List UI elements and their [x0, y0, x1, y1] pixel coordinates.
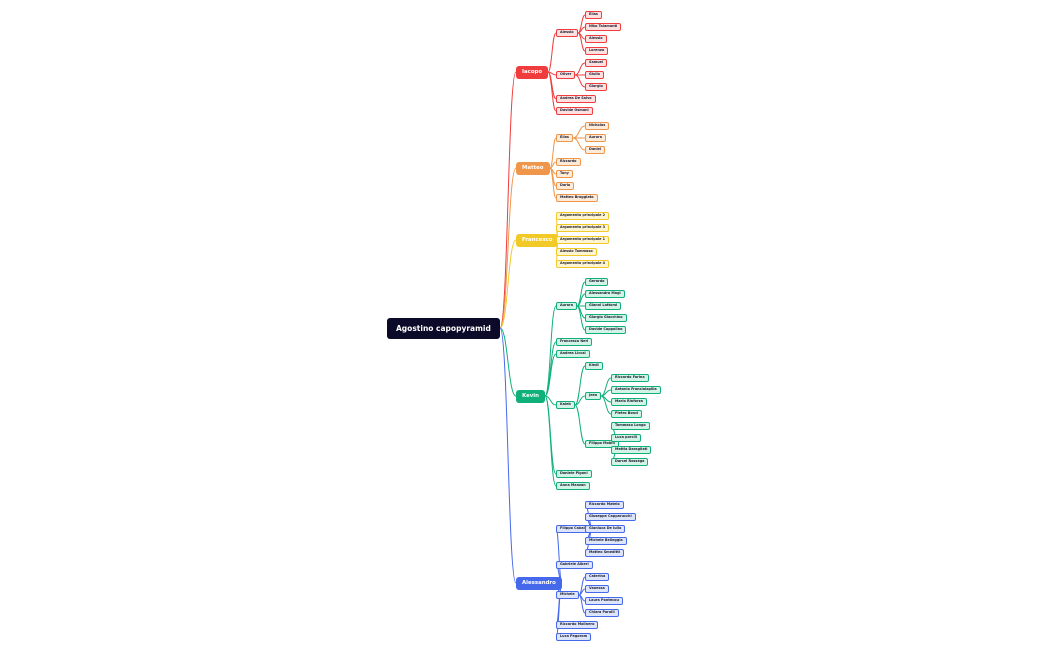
topic-node-giorgio-giacchino[interactable]: Giorgio Giacchino [585, 314, 627, 322]
topic-node-tommaso-longo[interactable]: Tommaso Longo [611, 422, 650, 430]
connector-pietro-bonci [600, 395, 612, 415]
topic-node-mattia-daragliati[interactable]: Mattia Daragliati [611, 446, 652, 454]
branch-node-kevin[interactable]: Kevin [516, 390, 545, 403]
connector-matteo-broggiato [549, 167, 557, 199]
topic-node-alessandro-magi[interactable]: Alessandro Magi [585, 290, 625, 298]
topic-node-dorcel-rossega[interactable]: Dorcel Rossega [611, 458, 649, 466]
branch-node-matteo[interactable]: Matteo [516, 162, 550, 175]
topic-node-jeen[interactable]: Jeen [585, 392, 602, 400]
connector-anna-manzan [544, 395, 557, 487]
connector-iacopo [499, 71, 517, 329]
topic-node-vanessa[interactable]: Vanessa [585, 585, 609, 593]
topic-node-dario[interactable]: Dario [556, 182, 575, 190]
connector-davide-osmani [547, 71, 557, 112]
topic-node-niko-talamanti[interactable]: Niko Talamanti [585, 23, 622, 31]
topic-node-alessio[interactable]: Alessio [556, 29, 578, 37]
topic-node-riccardo-matelo[interactable]: Riccardo Matelo [585, 501, 624, 509]
topic-node-francesco-neri[interactable]: Francesco Neri [556, 338, 593, 346]
topic-node-samuel[interactable]: Samuel [585, 59, 608, 67]
topic-node-giorgio[interactable]: Giorgio [585, 83, 607, 91]
connector-alessandro [499, 327, 517, 584]
root-node[interactable]: Agostino capopyramid [387, 318, 500, 339]
topic-node-chiara-parolli[interactable]: Chiara Parolli [585, 609, 619, 617]
topic-node-argomento-principale-2[interactable]: Argomento principale 2 [556, 212, 609, 220]
topic-node-riccardo-molinero[interactable]: Riccardo Molinero [556, 621, 599, 629]
branch-node-alessandro[interactable]: Alessandro [516, 577, 562, 590]
topic-node-matteo-smeditti[interactable]: Matteo Smeditti [585, 549, 624, 557]
topic-node-elias[interactable]: Elias [585, 11, 602, 19]
topic-node-aurora[interactable]: Aurora [556, 302, 577, 310]
topic-node-andrea-liccai[interactable]: Andrea Liccai [556, 350, 590, 358]
topic-node-riccardo-farina[interactable]: Riccardo Farina [611, 374, 649, 382]
topic-node-giuseppe-capparucchi[interactable]: Giuseppe Capparucchi [585, 513, 636, 521]
topic-node-riccardo[interactable]: Riccardo [556, 158, 581, 166]
connector-matteo [499, 167, 517, 329]
connector-samuel [574, 62, 586, 76]
topic-node-argomento-principale-3[interactable]: Argomento principale 3 [556, 224, 609, 232]
topic-node-pietro-bonci[interactable]: Pietro Bonci [611, 410, 643, 418]
topic-node-gianluca-de-iulio[interactable]: Gianluca De Iulio [585, 525, 626, 533]
topic-node-gabriele-alberi[interactable]: Gabriele Alberi [556, 561, 593, 569]
topic-node-oliver[interactable]: Oliver [556, 71, 576, 79]
branch-node-iacopo[interactable]: Iacopo [516, 66, 549, 79]
connector-alessio [547, 32, 557, 73]
connector-kaleb [544, 395, 557, 406]
topic-node-gianni-lottorsi[interactable]: Gianni Lottorsi [585, 302, 622, 310]
connector-andrea-liccai [544, 353, 557, 397]
topic-node-daniel[interactable]: Daniel [585, 146, 606, 154]
topic-node-luca-porcili[interactable]: Luca porcili [611, 434, 641, 442]
topic-node-matteo-broggiato[interactable]: Matteo Broggiato [556, 194, 598, 202]
connector-lorenzo [577, 32, 586, 52]
topic-node-luca-pegorom[interactable]: Luca Pegorom [556, 633, 592, 641]
connector-filippo-mobili [574, 404, 586, 445]
connector-francesco [499, 239, 517, 329]
topic-node-elias[interactable]: Elias [556, 134, 573, 142]
topic-node-anna-manzan[interactable]: Anna Manzan [556, 482, 590, 490]
topic-node-davide-coppolino[interactable]: Davide Coppolino [585, 326, 627, 334]
topic-node-antonio-franciolapilla[interactable]: Antonio Franciolapilla [611, 386, 661, 394]
topic-node-kledi[interactable]: Kledi [585, 362, 603, 370]
topic-node-daniele-pigoni[interactable]: Daniele Pigoni [556, 470, 592, 478]
connector-giorgio [574, 74, 586, 88]
connector-davide-coppolino [576, 305, 586, 331]
connector-nicholas [572, 125, 586, 139]
topic-node-andrea-de-salvo[interactable]: Andrea De Salvo [556, 95, 596, 103]
topic-node-laura-pontecou[interactable]: Laura Pontecou [585, 597, 623, 605]
connector-kledi [574, 365, 586, 406]
topic-node-argomento-principale-1[interactable]: Argomento principale 1 [556, 236, 609, 244]
connector-jeen [574, 395, 586, 406]
topic-node-tony[interactable]: Tony [556, 170, 573, 178]
topic-node-kaleb[interactable]: Kaleb [556, 401, 575, 409]
topic-node-alessio[interactable]: Alessio [585, 35, 607, 43]
branch-node-francesco[interactable]: Francesco [516, 234, 559, 247]
topic-node-gerardo[interactable]: Gerardo [585, 278, 609, 286]
connector-aurora [544, 305, 557, 397]
connector-chiara-parolli [578, 594, 586, 614]
topic-node-caterina[interactable]: Caterina [585, 573, 610, 581]
topic-node-nicholas[interactable]: Nicholas [585, 122, 610, 130]
topic-node-davide-osmani[interactable]: Davide Osmani [556, 107, 593, 115]
topic-node-aurora[interactable]: Aurora [585, 134, 606, 142]
topic-node-michele[interactable]: Michele [556, 591, 579, 599]
topic-node-giulio[interactable]: Giulio [585, 71, 605, 79]
topic-node-alessio-tommaso[interactable]: Alessio Tommaso [556, 248, 597, 256]
topic-node-filippo-mobili[interactable]: Filippo Mobili [585, 440, 619, 448]
topic-node-argomento-principale-4[interactable]: Argomento principale 4 [556, 260, 609, 268]
topic-node-mario-rinforza[interactable]: Mario Rinforza [611, 398, 647, 406]
connector-daniel [572, 137, 586, 151]
topic-node-michele-belleggia[interactable]: Michele Belleggia [585, 537, 627, 545]
connector-kevin [499, 327, 517, 397]
connector-elias [549, 137, 557, 169]
topic-node-lorenzo[interactable]: Lorenzo [585, 47, 609, 55]
